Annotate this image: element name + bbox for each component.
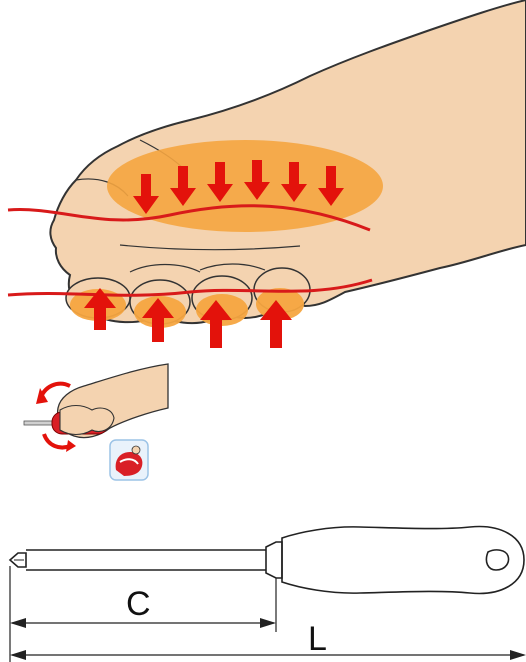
screwdriver-shaft (26, 550, 266, 570)
dimension-lines (10, 566, 524, 662)
small-hand-illustration (24, 364, 168, 452)
arrowhead-right-icon (510, 650, 526, 660)
hang-hole (486, 550, 508, 570)
small-fingers (60, 406, 114, 435)
arrowhead-left-icon (10, 618, 26, 628)
rotate-arrow-icon (44, 434, 70, 448)
screwdriver-handle (282, 527, 524, 594)
hand-grip-illustration (8, 0, 526, 348)
screwdriver-ferrule (266, 542, 282, 578)
arrowhead-left-icon (10, 650, 26, 660)
arrowhead-right-icon (260, 618, 276, 628)
ergonomic-grip-badge (110, 440, 148, 480)
dimension-arrowheads (10, 618, 526, 660)
dimension-label-c: C (126, 585, 151, 623)
badge-hand-icon (132, 446, 140, 454)
dimension-label-l: L (308, 620, 327, 658)
screwdriver-drawing (10, 527, 524, 594)
rotate-arrowhead-icon (66, 440, 76, 452)
